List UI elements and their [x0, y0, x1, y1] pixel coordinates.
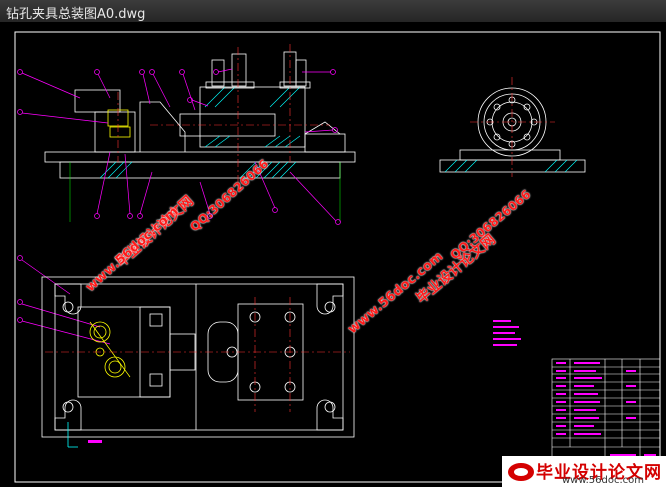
cad-drawing — [14, 31, 661, 483]
front-view — [44, 44, 356, 222]
front-view-callouts — [17, 68, 341, 345]
drawing-canvas[interactable]: 毕业设计论文网 QQ:306826066 www.56doc.com QQ:30… — [0, 22, 666, 487]
drawing-frame — [14, 31, 661, 483]
technical-notes — [493, 320, 521, 346]
logo-url: www.56doc.com — [562, 475, 645, 486]
side-view — [439, 77, 586, 177]
window-titlebar: 钻孔夹具总装图A0.dwg — [0, 0, 666, 23]
window-title: 钻孔夹具总装图A0.dwg — [6, 7, 146, 22]
title-block — [551, 358, 661, 478]
logo-title: 毕业设计论文网 — [536, 463, 662, 483]
top-view — [41, 276, 355, 448]
site-logo: 毕业设计论文网 www.56doc.com — [502, 456, 666, 487]
logo-emblem-icon — [508, 463, 534, 481]
